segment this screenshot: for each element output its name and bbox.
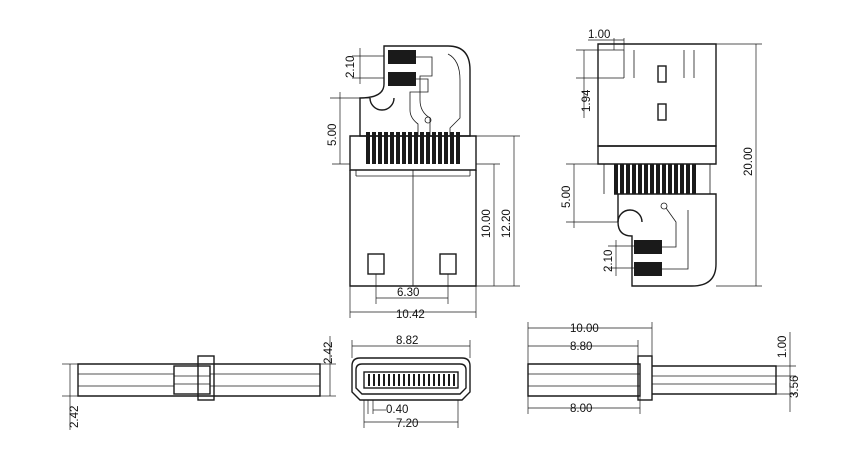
rear-pin-row	[614, 164, 696, 194]
dim-rear-hole-to-pins: 5.00	[561, 186, 573, 208]
dim-front-inner: 7.20	[396, 418, 418, 430]
dim-top-pad-gap: 2.10	[345, 56, 357, 78]
dim-body-width: 10.42	[396, 309, 425, 321]
dim-side-thickness-top: 2.42	[323, 342, 335, 364]
dim-pin-pitch: 0.40	[386, 404, 408, 416]
dim-side-top-step: 1.00	[777, 336, 789, 358]
dim-side-thickness-left: 2.42	[69, 406, 81, 428]
dim-inner-length: 10.00	[481, 209, 493, 238]
pin-row	[366, 132, 460, 164]
dim-pad-spacing: 6.30	[397, 287, 419, 299]
dim-rear-slot: 1.94	[581, 89, 593, 112]
dim-top-hole-to-pins: 5.00	[327, 124, 339, 146]
front-contacts	[368, 374, 455, 386]
dim-rear-offset: 1.00	[588, 29, 610, 41]
top-view: 2.10 5.00 10.00 12.20 6.30 10.42	[327, 45, 520, 321]
dim-overall-height: 20.00	[743, 147, 755, 176]
dim-front-width: 8.82	[396, 335, 418, 347]
rear-solder-pad	[634, 240, 662, 254]
dim-side-mid: 8.80	[570, 341, 592, 353]
side-view-left: 2.42 2.42	[62, 336, 336, 430]
dim-rear-pad-gap: 2.10	[603, 250, 615, 272]
solder-pad	[388, 72, 416, 86]
front-view: 8.82 0.40 7.20	[351, 335, 471, 430]
dim-side-height: 3.56	[789, 376, 801, 398]
rear-view: 1.00 1.94 20.00 5.00 2.10	[561, 29, 762, 287]
dim-side-total: 10.00	[570, 323, 599, 335]
side-view-right: 10.00 8.80 8.00 1.00 3.56	[527, 322, 801, 415]
dim-overall-length: 12.20	[501, 209, 513, 238]
dim-side-lower: 8.00	[570, 403, 592, 415]
solder-pad	[388, 50, 416, 64]
rear-solder-pad	[634, 262, 662, 276]
